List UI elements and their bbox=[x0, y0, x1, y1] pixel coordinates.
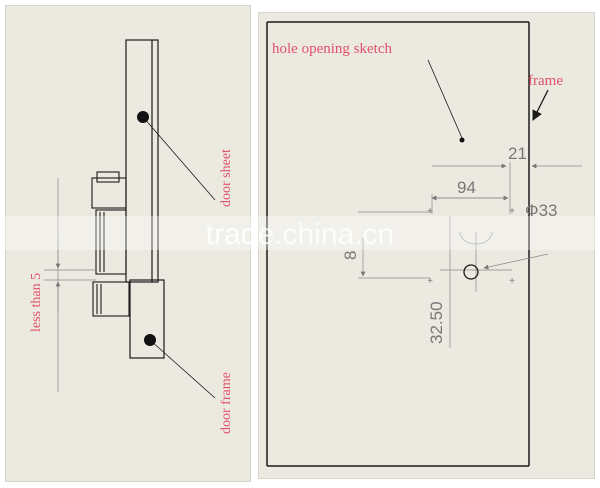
dimension-lines-right bbox=[358, 162, 582, 348]
frame-leader-arrow bbox=[532, 89, 549, 121]
hole-marks: + + + + bbox=[427, 206, 515, 287]
leader-lines-left bbox=[142, 116, 216, 399]
watermark-band bbox=[0, 216, 600, 250]
svg-text:+: + bbox=[427, 276, 433, 287]
dimension-94: 94 bbox=[457, 178, 476, 197]
sketch-title-leader bbox=[427, 59, 463, 139]
hole-sketch-panel bbox=[258, 12, 595, 479]
dimension-lines-left bbox=[44, 178, 96, 392]
hinge-body-shape bbox=[91, 171, 130, 317]
frame-label: frame bbox=[528, 73, 563, 89]
door-frame-shape bbox=[129, 279, 165, 359]
svg-text:+: + bbox=[509, 276, 515, 287]
side-view-panel bbox=[5, 5, 251, 482]
svg-text:+: + bbox=[509, 206, 515, 217]
svg-text:+: + bbox=[427, 206, 433, 217]
dimension-21: 21 bbox=[508, 144, 527, 163]
door-frame-label: door frame bbox=[219, 372, 234, 434]
less-than-label: less than 5 bbox=[29, 273, 44, 332]
door-sheet-shape bbox=[125, 39, 159, 283]
sketch-marker-dot bbox=[459, 137, 465, 143]
center-hole-circle bbox=[463, 264, 479, 280]
outer-frame-lines bbox=[266, 21, 530, 467]
watermark-text: trade.china.cn bbox=[206, 218, 394, 251]
dimension-8: 8 bbox=[341, 251, 360, 260]
dimension-phi33: Φ33 bbox=[525, 201, 557, 220]
sketch-title-label: hole opening sketch bbox=[272, 41, 392, 57]
door-sheet-label: door sheet bbox=[219, 149, 234, 207]
dimension-32-50: 32.50 bbox=[427, 301, 446, 344]
